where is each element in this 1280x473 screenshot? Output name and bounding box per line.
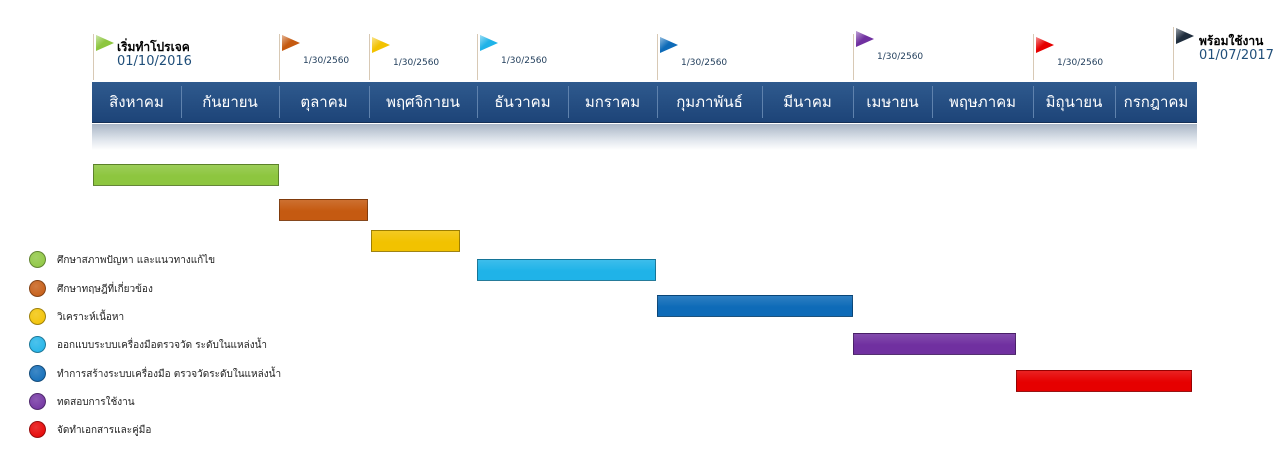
month-label: ธันวาคม xyxy=(494,93,551,111)
month-separator xyxy=(279,86,280,118)
task-bar xyxy=(477,259,656,281)
start-milestone-title: เริ่มทำโปรเจค xyxy=(117,40,190,54)
month-separator xyxy=(1033,86,1034,118)
milestone-date: 1/30/2560 xyxy=(393,58,440,68)
milestone-date: 1/30/2560 xyxy=(501,56,548,66)
milestone-line xyxy=(93,34,94,80)
month-separator xyxy=(762,86,763,118)
month-label: มีนาคม xyxy=(783,93,832,111)
month-label: เมษายน xyxy=(866,93,919,111)
legend-swatch xyxy=(29,393,46,410)
month-header-shadow xyxy=(92,124,1197,150)
milestone-date: 1/30/2560 xyxy=(681,58,728,68)
month-separator xyxy=(853,86,854,118)
month-separator xyxy=(1115,86,1116,118)
month-label: กุมภาพันธ์ xyxy=(676,93,743,111)
month-separator xyxy=(369,86,370,118)
month-label: กรกฎาคม xyxy=(1123,93,1189,111)
milestone-date: 1/30/2560 xyxy=(303,56,350,66)
month-label: สิงหาคม xyxy=(109,93,164,111)
month-separator xyxy=(932,86,933,118)
end-milestone-title: พร้อมใช้งาน xyxy=(1199,34,1264,48)
month-label: กันยายน xyxy=(202,93,258,111)
flag-icon xyxy=(856,31,874,47)
month-separator xyxy=(181,86,182,118)
month-separator xyxy=(477,86,478,118)
milestone-line xyxy=(279,34,280,80)
task-bar xyxy=(279,199,368,221)
task-bar xyxy=(1016,370,1192,392)
milestone-line xyxy=(657,34,658,80)
month-label: ตุลาคม xyxy=(300,93,348,111)
legend-swatch xyxy=(29,365,46,382)
start-milestone-date: 01/10/2016 xyxy=(117,54,192,69)
month-separator xyxy=(657,86,658,118)
legend-swatch xyxy=(29,308,46,325)
milestone-line xyxy=(853,34,854,80)
month-header-bar xyxy=(92,82,1197,122)
milestone-line xyxy=(1033,34,1034,80)
month-label: พฤษภาคม xyxy=(948,93,1017,111)
milestone-line xyxy=(477,34,478,80)
legend-swatch xyxy=(29,336,46,353)
task-bar xyxy=(853,333,1016,355)
legend-label: ทดสอบการใช้งาน xyxy=(57,397,135,408)
legend-swatch xyxy=(29,421,46,438)
legend-label: ศึกษาสภาพปัญหา และแนวทางแก้ไข xyxy=(57,255,216,266)
task-bar xyxy=(657,295,853,317)
legend-swatch xyxy=(29,280,46,297)
legend-label: ทำการสร้างระบบเครื่องมือ ตรวจวัดระดับในแ… xyxy=(57,369,282,380)
milestone-line xyxy=(1173,27,1174,80)
month-separator xyxy=(568,86,569,118)
legend-label: วิเคราะห์เนื้อหา xyxy=(57,312,125,323)
month-label: มกราคม xyxy=(584,93,641,111)
month-label: พฤศจิกายน xyxy=(386,93,460,111)
flag-icon xyxy=(96,35,114,51)
flag-icon xyxy=(660,37,678,53)
flag-icon xyxy=(1036,37,1054,53)
task-bar xyxy=(371,230,460,252)
task-bar xyxy=(93,164,279,186)
legend-label: ออกแบบระบบเครื่องมือตรวจวัด ระดับในแหล่ง… xyxy=(57,340,268,351)
milestone-line xyxy=(369,34,370,80)
flag-icon xyxy=(282,35,300,51)
month-label: มิถุนายน xyxy=(1045,93,1103,111)
legend-label: ศึกษาทฤษฎีที่เกี่ยวข้อง xyxy=(57,284,153,295)
milestone-date: 1/30/2560 xyxy=(1057,58,1104,68)
milestone-date: 1/30/2560 xyxy=(877,52,924,62)
legend-swatch xyxy=(29,251,46,268)
flag-icon xyxy=(1176,28,1194,44)
flag-icon xyxy=(372,37,390,53)
legend-label: จัดทำเอกสารและคู่มือ xyxy=(57,425,152,436)
end-milestone-date: 01/07/2017 xyxy=(1199,48,1274,63)
flag-icon xyxy=(480,35,498,51)
